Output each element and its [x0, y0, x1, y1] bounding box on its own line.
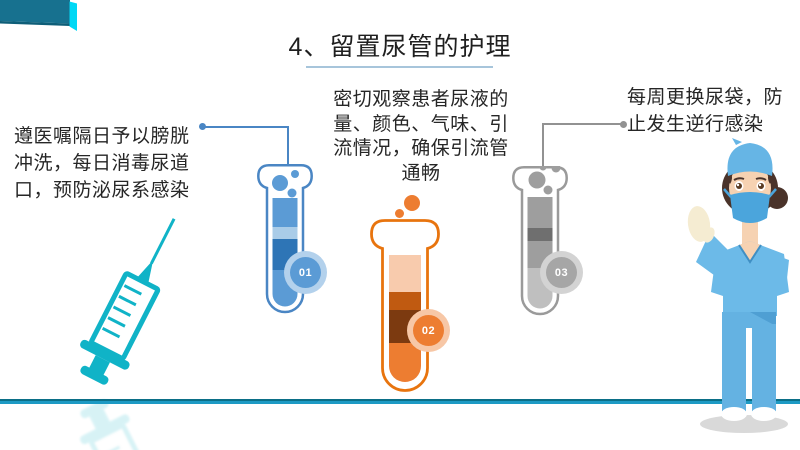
divider-line: [0, 399, 800, 404]
nurse-shoe: [721, 407, 747, 421]
tube-3-rim-dot: [551, 166, 561, 173]
page-title: 4、留置尿管的护理: [288, 33, 512, 61]
tube-3-bubble: [543, 185, 553, 195]
nurse-cap-tuft: [732, 138, 742, 145]
step-2-line: 量、颜色、气味、引: [333, 113, 509, 135]
nurse-iris: [736, 183, 742, 189]
connector-1-vline: [287, 126, 289, 166]
tube-3-rim-dot: [539, 166, 547, 171]
corner-flag-decoration: [0, 0, 77, 31]
step-1-badge: 01: [284, 251, 327, 294]
nurse-sleeve-down: [774, 256, 789, 288]
syringe-reflection: [80, 399, 161, 450]
tube-1-bubble: [291, 170, 299, 178]
bubble-orange-large: [404, 195, 420, 211]
syringe-scale-marks: [101, 284, 142, 339]
tube-1-bubble: [272, 175, 288, 191]
step-1-badge-label: 01: [298, 266, 313, 279]
nurse-scrub-top: [711, 241, 789, 316]
tube-3-bubble: [528, 171, 546, 189]
corner-flag-cyan-edge: [69, 1, 77, 31]
tube-1-liquid: [272, 198, 298, 307]
syringe-needle: [150, 218, 176, 265]
corner-flag-shadow: [0, 21, 70, 26]
nurse-pants-leg: [752, 324, 776, 412]
nurse-shoe: [751, 407, 777, 421]
tube-1-band: [272, 227, 298, 239]
step-2-line: 流情况，确保引流管: [333, 138, 509, 159]
connector-3-vline: [542, 123, 544, 166]
tube-2-band: [389, 343, 421, 382]
connector-1-hline: [203, 125, 289, 128]
tube-2-band: [389, 255, 421, 292]
nurse-eyebrow: [755, 177, 767, 181]
step-1-text: 遵医嘱隔日予以膀胱 冲洗，每日消毒尿道 口，预防泌尿系感染: [14, 123, 210, 204]
tube-1-band: [272, 198, 298, 227]
connector-1-dot: [199, 123, 206, 130]
nurse-mask-strap: [723, 188, 732, 198]
nurse-vneck-trim: [738, 244, 762, 264]
step-3-line: 每周更换尿袋，防: [627, 87, 784, 108]
step-2-line: 通畅: [401, 162, 441, 184]
tube-1-bubble: [287, 188, 297, 198]
step-3-line: 止发生逆行感染: [627, 114, 764, 135]
step-2-badge-label: 02: [421, 324, 436, 337]
syringe-flange: [80, 339, 130, 370]
step-3-badge: 03: [540, 251, 583, 294]
nurse-eyebrow: [733, 177, 745, 181]
title-underline: [306, 66, 493, 68]
corner-flag-teal: [0, 0, 70, 24]
step-3-text: 每周更换尿袋，防 止发生逆行感染: [627, 84, 800, 138]
step-2-text: 密切观察患者尿液的 量、颜色、气味、引 流情况，确保引流管 通畅: [319, 88, 523, 186]
nurse-eye-highlight: [758, 183, 762, 187]
tube-3-band: [527, 197, 553, 228]
step-3-badge-label: 03: [554, 266, 569, 279]
nurse-illustration: [687, 138, 789, 433]
syringe-icon: [80, 218, 176, 385]
tube-2-band: [389, 292, 421, 310]
connector-3-dot: [620, 120, 627, 128]
syringe-thumb-rest: [80, 365, 109, 385]
nurse-pants-shade: [750, 312, 776, 326]
connector-3-hline: [543, 123, 623, 125]
step-1-line: 冲洗，每日消毒尿道: [14, 153, 190, 174]
test-tube-2-orange: [370, 219, 440, 392]
step-2-badge: 02: [407, 309, 450, 352]
nurse-glove-thumb: [703, 227, 715, 243]
nurse-iris: [758, 183, 764, 189]
nurse-pants-leg: [722, 324, 746, 412]
tube-3-band: [527, 228, 553, 241]
nurse-surgical-cap: [727, 143, 773, 176]
step-2-line: 密切观察患者尿液的: [333, 89, 509, 110]
step-1-line: 口，预防泌尿系感染: [14, 180, 190, 201]
nurse-vneck-skin: [739, 241, 761, 262]
nurse-mask-strap: [768, 188, 777, 198]
nurse-mask: [730, 192, 770, 223]
bubble-orange-small: [395, 209, 404, 218]
step-1-line: 遵医嘱隔日予以膀胱: [14, 126, 190, 147]
nurse-eye-highlight: [736, 183, 740, 187]
nurse-neck: [742, 218, 758, 250]
